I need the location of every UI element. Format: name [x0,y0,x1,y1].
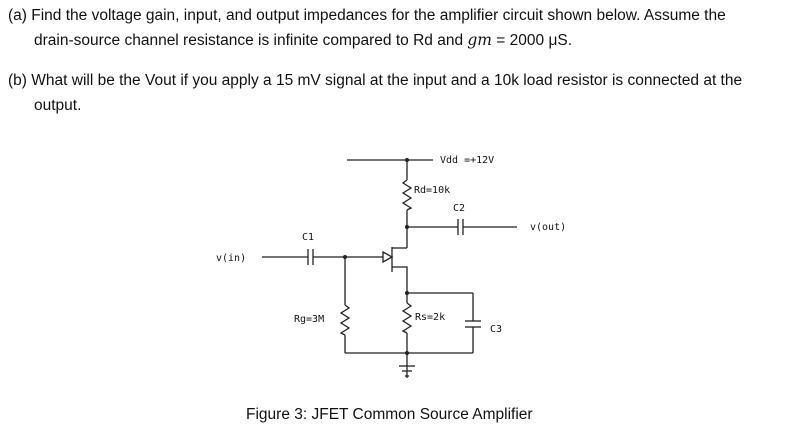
rs-label: Rs=2k [415,312,445,323]
gm-symbol: gm [467,31,492,49]
question-text: Find the voltage gain, input, and output… [31,7,726,24]
question-text-line2: drain-source channel resistance is infin… [8,28,726,53]
question-label: (a) [8,7,27,24]
rg-resistor [339,304,351,336]
jfet-gate-arrow [382,250,394,264]
figure-caption: Figure 3: JFET Common Source Amplifier [246,406,533,423]
rd-label: Rd=10k [414,185,450,196]
vdd-label: Vdd =+12V [440,155,494,166]
question-label: (b) [8,72,27,89]
vout-label: v(out) [530,222,566,233]
question-text-line2: output. [34,97,82,114]
question-a: (a) Find the voltage gain, input, and ou… [8,3,726,53]
question-b: (b) What will be the Vout if you apply a… [8,68,742,118]
text: drain-source channel resistance is infin… [34,32,468,49]
vin-label: v(in) [216,253,246,264]
rs-resistor [401,302,413,334]
c1-label: C1 [302,232,314,243]
ground-icon [399,365,415,377]
junction-dot [405,351,409,355]
c2-label: C2 [453,203,465,214]
rd-resistor [401,179,413,211]
text: = 2000 μS. [492,32,573,49]
rg-label: Rg=3M [294,314,324,325]
c3-label: C3 [490,324,502,335]
question-text: What will be the Vout if you apply a 15 … [31,72,743,89]
